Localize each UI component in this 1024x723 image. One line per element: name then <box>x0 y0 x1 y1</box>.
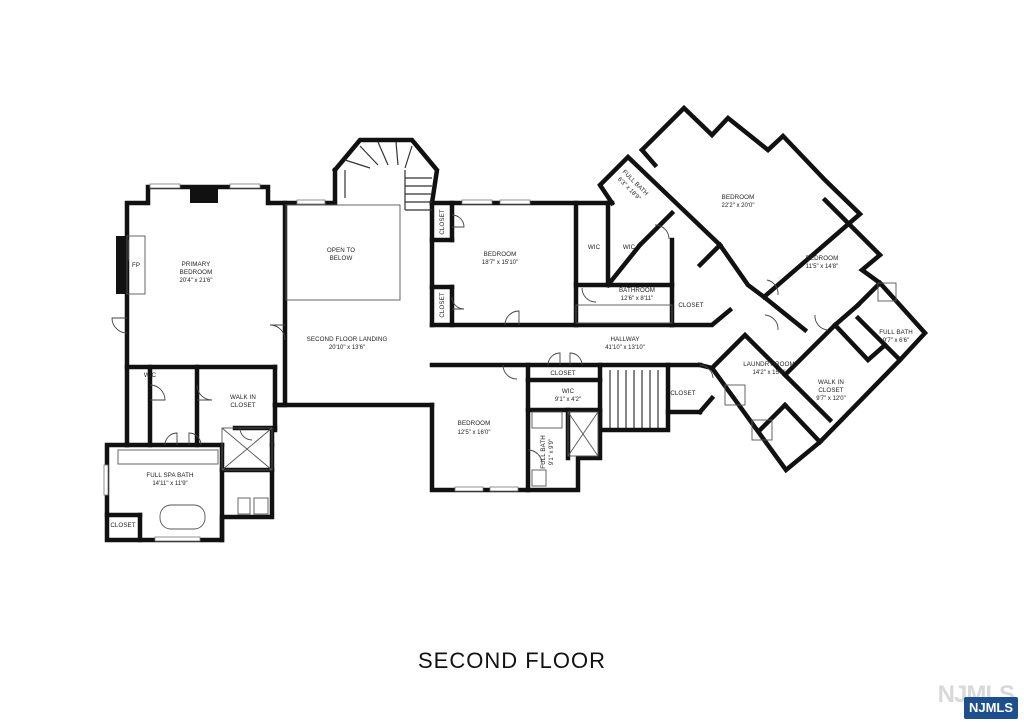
doors <box>111 214 829 465</box>
bedroom-bottom-label: BEDROOM <box>458 420 491 427</box>
hallway-dims: 41'10" x 13'10" <box>605 345 645 351</box>
bedroom-bottom-dims: 12'5" x 16'0" <box>458 430 491 436</box>
full-spa-bath-dims: 14'11" x 11'9" <box>152 481 187 487</box>
bedroom-top-label: BEDROOM <box>722 194 755 201</box>
wic-mid-label: WIC <box>562 388 575 395</box>
wic-a-label: WIC <box>588 244 601 251</box>
walk-in-closet-right-label-1: WALK IN <box>818 379 844 386</box>
mls-badge: NJMLS <box>964 697 1018 719</box>
wic-b-label: WIC <box>623 244 636 251</box>
landing-label: SECOND FLOOR LANDING <box>307 336 388 343</box>
primary-bedroom-label-1: PRIMARY <box>182 261 211 268</box>
bathroom-dims: 12'6" x 8'11" <box>621 296 653 302</box>
windows <box>103 183 531 542</box>
landing-dims: 20'10" x 13'6" <box>329 345 365 351</box>
closet-hall-label: CLOSET <box>678 302 703 309</box>
walk-in-closet-primary-label-2: CLOSET <box>230 402 255 409</box>
bedroom-top-dims: 22'2" x 20'0" <box>722 203 755 209</box>
full-bath-right-label: FULL BATH <box>879 329 913 336</box>
bedroom-center-dims: 18'7" x 15'10" <box>482 260 518 266</box>
wic-mid-dims: 9'1" x 4'2" <box>555 397 581 403</box>
open-to-below-label-2: BELOW <box>330 255 353 262</box>
floor-title: SECOND FLOOR <box>417 648 607 673</box>
full-spa-bath-label: FULL SPA BATH <box>146 472 193 479</box>
full-bath-right-dims: 9'7" x 6'6" <box>883 338 909 344</box>
laundry-label: LAUNDRY ROOM <box>743 361 795 368</box>
laundry-dims: 14'2" x 15'9" <box>753 370 786 376</box>
walk-in-closet-right-dims: 9'7" x 12'0" <box>816 396 846 402</box>
open-to-below-label-1: OPEN TO <box>327 247 355 254</box>
walls <box>104 104 929 543</box>
closet-stair-label: CLOSET <box>670 390 695 397</box>
bedroom-right-label: BEDROOM <box>806 255 839 262</box>
walk-in-closet-right-label-2: CLOSET <box>818 387 843 394</box>
primary-bedroom-label-2: BEDROOM <box>180 269 213 276</box>
full-bath-mid-dims: 9'1" x 9'9" <box>549 439 555 465</box>
walk-in-closet-primary-label-1: WALK IN <box>230 394 256 401</box>
bathroom-label: BATHROOM <box>619 287 655 294</box>
primary-bedroom-dims: 20'4" x 21'6" <box>180 278 213 284</box>
wic-primary-label: WIC <box>144 372 157 379</box>
closet-mid-label: CLOSET <box>550 370 575 377</box>
room-labels: PRIMARY BEDROOM 20'4" x 21'6" FP OPEN TO… <box>110 169 912 529</box>
fixtures <box>116 187 897 530</box>
bedroom-center-label: BEDROOM <box>484 251 517 258</box>
closet-lower-label: CLOSET <box>439 292 446 317</box>
closet-upper-label: CLOSET <box>439 209 446 234</box>
bedroom-right-dims: 11'5" x 14'8" <box>806 264 838 270</box>
fireplace-label: FP <box>132 262 140 269</box>
stairs <box>344 141 659 428</box>
hallway-label: HALLWAY <box>610 336 639 343</box>
closet-spa-label: CLOSET <box>110 522 135 529</box>
full-bath-mid-label: FULL BATH <box>540 435 547 469</box>
